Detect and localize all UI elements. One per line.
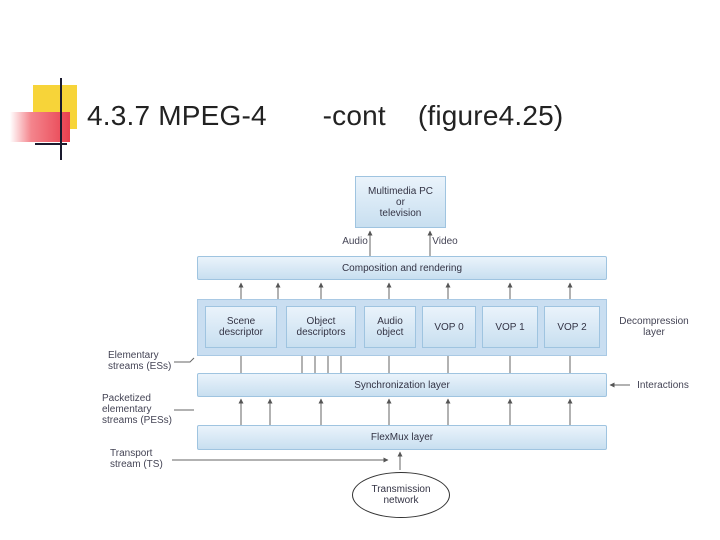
decompression-layer-label: Decompression layer <box>619 316 689 338</box>
synchronization-layer-bar: Synchronization layer <box>197 373 607 397</box>
decorative-horizontal-line <box>35 143 67 145</box>
audio-object-box: Audio object <box>364 306 416 348</box>
transmission-network-ellipse: Transmission network <box>352 472 450 518</box>
scene-descriptor-box: Scene descriptor <box>205 306 277 348</box>
transport-stream-label: Transport stream (TS) <box>110 448 163 470</box>
audio-label: Audio <box>342 236 368 247</box>
composition-layer-bar: Composition and rendering <box>197 256 607 280</box>
object-descriptors-box: Object descriptors <box>286 306 356 348</box>
slide-title: 4.3.7 MPEG-4 -cont (figure4.25) <box>87 100 564 131</box>
flexmux-layer-bar: FlexMux layer <box>197 425 607 450</box>
decorative-vertical-line <box>60 78 62 160</box>
multimedia-display-box: Multimedia PC or television <box>355 176 446 228</box>
elementary-streams-label: Elementary streams (ESs) <box>108 350 172 372</box>
video-label: Video <box>432 236 458 247</box>
vop1-box: VOP 1 <box>482 306 538 348</box>
interactions-label: Interactions <box>637 380 689 391</box>
vop0-box: VOP 0 <box>422 306 476 348</box>
packetized-streams-label: Packetized elementary streams (PESs) <box>102 393 173 426</box>
vop2-box: VOP 2 <box>544 306 600 348</box>
